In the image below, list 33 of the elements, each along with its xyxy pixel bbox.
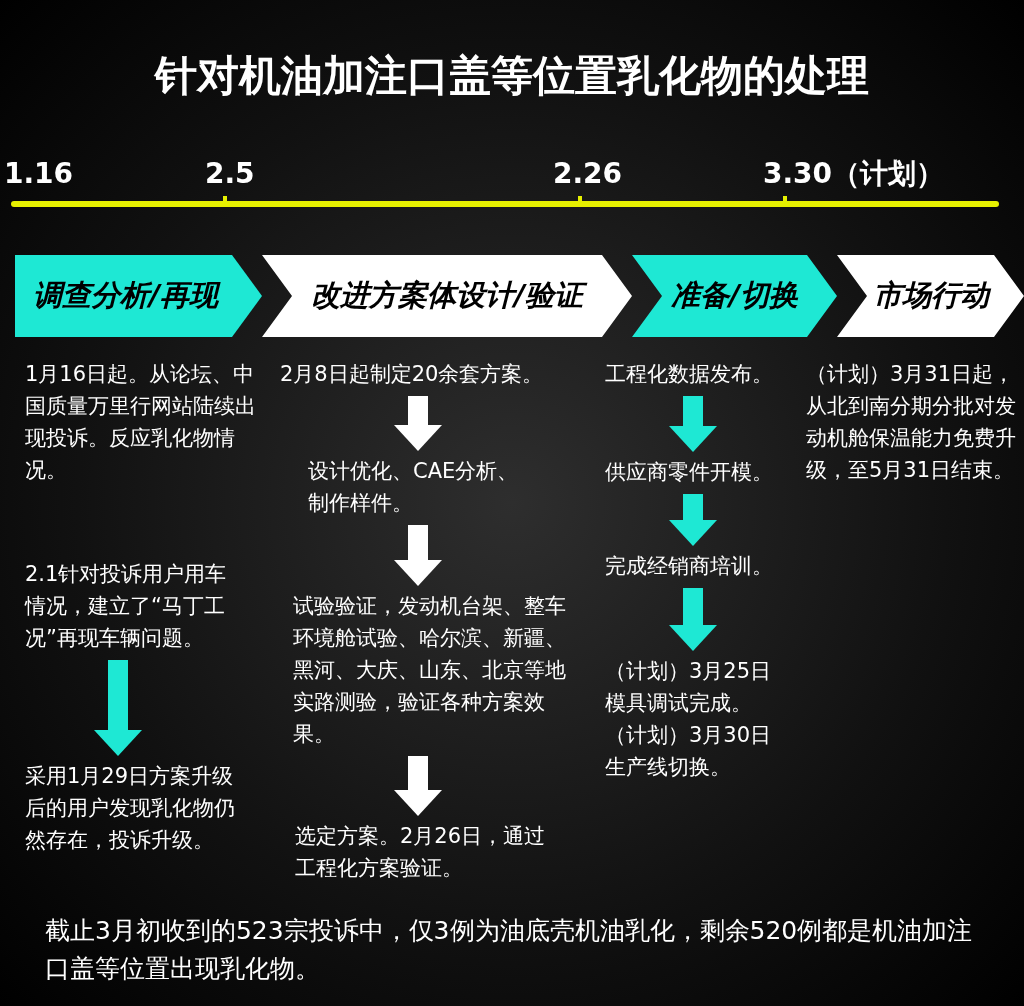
step-text: 试验验证，发动机台架、整车环境舱试验、哈尔滨、新疆、黑河、大庆、山东、北京等地实路测验，验证各种方案效果。 xyxy=(293,593,567,748)
step-text: 供应商零件开模。 xyxy=(605,459,774,486)
title: 针对机油加注口盖等位置乳化物的处理 xyxy=(153,50,870,102)
arrow xyxy=(669,588,717,651)
date-label: 2.5 xyxy=(205,158,255,190)
stage-label: 改进方案体设计/验证 xyxy=(292,255,602,337)
step-text: （计划）3月30日生产线切换。 xyxy=(605,722,773,781)
step-text: 采用1月29日方案升级后的用户发现乳化物仍然存在，投诉升级。 xyxy=(25,763,235,854)
date-label: 2.26 xyxy=(553,158,623,190)
arrow xyxy=(94,660,142,756)
arrow xyxy=(394,756,442,816)
step-text: 选定方案。2月26日，通过工程化方案验证。 xyxy=(295,823,547,882)
stage-label: 市场行动 xyxy=(871,277,992,314)
step-text: 2月8日起制定20余套方案。 xyxy=(280,361,545,388)
stage-label: 调查分析/再现 xyxy=(19,255,232,337)
stage-label: 准备/切换 xyxy=(670,277,799,314)
note-text: 1月16日起。从论坛、中国质量万里行网站陆续出现投诉。反应乳化物情况。 xyxy=(25,361,257,484)
step-text: 2.1针对投诉用户用车情况，建立了“马丁工况”再现车辆问题。 xyxy=(25,561,228,652)
step-text: 设计优化、CAE分析、制作样件。 xyxy=(308,458,520,517)
caption: 截止3月初收到的523宗投诉中，仅3例为油底壳机油乳化，剩余520例都是机油加注口盖等位置出现乳化物。 xyxy=(45,915,974,985)
note-text: （计划）3月31日起，从北到南分期分批对发动机舱保温能力免费升级，至5月31日结束。 xyxy=(806,361,1017,484)
arrow xyxy=(394,525,442,586)
step-text: 完成经销商培训。 xyxy=(605,553,774,580)
date-label: 3.30（计划） xyxy=(763,158,945,190)
arrow xyxy=(669,494,717,546)
chevron-band xyxy=(837,255,1024,337)
arrow xyxy=(394,396,442,451)
chevron-band xyxy=(632,255,837,337)
date-label: 1.16 xyxy=(4,158,74,190)
step-text: （计划）3月25日模具调试完成。 xyxy=(605,658,773,717)
chevron-band xyxy=(262,255,632,337)
step-text: 工程化数据发布。 xyxy=(605,361,774,388)
arrow xyxy=(669,396,717,452)
